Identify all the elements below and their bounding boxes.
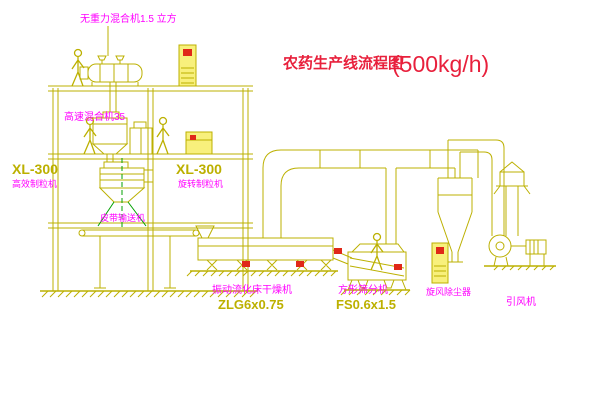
title-text: 农药生产线流程图 — [282, 54, 403, 72]
person-floor2-right — [156, 116, 170, 155]
control-cabinet-ground — [431, 242, 449, 284]
label-high-speed-mixer: 高速混合机35 — [64, 110, 126, 123]
person-figures — [71, 48, 384, 271]
label-sifter-model: FS0.6x1.5 — [336, 297, 396, 312]
label-cyclone: 旋风除尘器 — [426, 286, 471, 297]
label-fan: 引风机 — [506, 295, 536, 308]
granulator-machine — [97, 158, 154, 230]
label-dryer-name: 振动流化床干燥机 — [212, 283, 292, 296]
label-granulator-mid-name: 旋转制粒机 — [178, 178, 223, 189]
label-granulator-left-name: 高效制粒机 — [12, 178, 57, 189]
drawing-title: 农药生产线流程图 (500kg/h) — [282, 51, 489, 77]
induced-draft-fan-machine — [484, 161, 556, 271]
cyclone-separator-machine — [437, 140, 473, 263]
square-sifter-machine — [340, 243, 411, 296]
floor2-panel-box — [185, 131, 213, 155]
gravity-mixer-machine — [79, 26, 143, 112]
label-granulator-left-model: XL-300 — [12, 161, 58, 177]
belt-conveyor-machine — [78, 229, 200, 289]
control-cabinet-roof — [178, 44, 197, 87]
label-belt-conveyor: 皮带输送机 — [100, 212, 145, 223]
equipment-labels: 无重力混合机1.5 立方 高速混合机35 XL-300 高效制粒机 XL-300… — [12, 12, 536, 312]
floor2-aux-machine — [129, 121, 153, 155]
label-gravity-mixer: 无重力混合机1.5 立方 — [80, 12, 177, 25]
fan-inlet-duct — [448, 139, 505, 236]
label-dryer-model: ZLG6x0.75 — [218, 297, 284, 312]
exhaust-duct — [262, 149, 479, 244]
label-granulator-mid-model: XL-300 — [176, 161, 222, 177]
fluid-bed-dryer-machine — [186, 225, 353, 277]
label-sifter-name: 方形筛分机 — [338, 283, 388, 296]
title-capacity: (500kg/h) — [392, 51, 489, 77]
person-roof — [71, 48, 85, 87]
